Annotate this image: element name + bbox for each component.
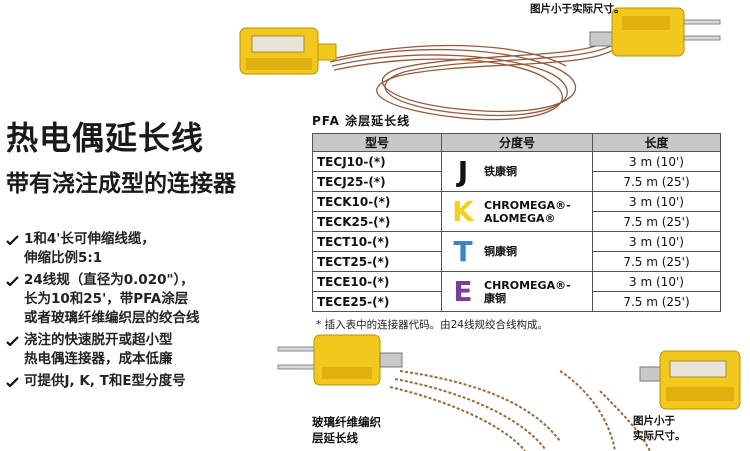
feature-text: 可提供J, K, T和E型分度号 — [24, 373, 186, 389]
length-cell: 7.5 m (25') — [592, 211, 721, 232]
grade-name: CHROMEGA®- 康铜 — [484, 278, 571, 305]
braided-cable-caption: 玻璃纤维编织 层延长线 — [312, 415, 381, 445]
grade-letter: J — [457, 154, 469, 188]
column-header-grade: 分度号 — [441, 133, 593, 152]
pfa-extension-cable-illustration — [239, 7, 721, 121]
table-row: TECJ25-(*) 7.5 m (25') — [312, 171, 721, 192]
grade-name: 铜康铜 — [484, 245, 517, 258]
feature-item: 可提供J, K, T和E型分度号 — [6, 372, 306, 393]
model-cell: TECE25-(*) — [312, 291, 442, 312]
grade-cell: E CHROMEGA®- 康铜 — [441, 271, 593, 312]
length-cell: 7.5 m (25') — [592, 171, 721, 192]
feature-item: 1和4'长可伸缩线缆， 伸缩比例5:1 — [6, 230, 306, 268]
table-header-row: 型号 分度号 长度 — [312, 133, 721, 152]
model-cell: TECJ10-(*) — [312, 151, 442, 172]
extension-wire-table: 型号 分度号 长度 TECJ10-(*) J 铁康铜 3 m (10') TEC… — [312, 133, 721, 312]
table-row: TECK10-(*) K CHROMEGA®- ALOMEGA® 3 m (10… — [312, 191, 721, 232]
bullet-check-icon — [6, 331, 24, 352]
grade-cell: T 铜康铜 — [441, 231, 593, 272]
bullet-check-icon — [6, 372, 24, 393]
length-cell: 3 m (10') — [592, 151, 721, 172]
female-connector-icon — [239, 27, 337, 75]
feature-text: 24线规（直径为0.020"）， 长为10和25'，带PFA涂层 或者玻璃纤维编… — [24, 272, 200, 326]
page-title: 热电偶延长线 — [6, 119, 205, 157]
female-connector-icon — [639, 350, 741, 410]
table-row: TECT10-(*) T 铜康铜 3 m (10') — [312, 231, 721, 272]
table-row: TECT25-(*) 7.5 m (25') — [312, 251, 721, 272]
male-connector-icon — [589, 7, 721, 57]
length-cell: 7.5 m (25') — [592, 291, 721, 312]
table-row: TECE25-(*) 7.5 m (25') — [312, 291, 721, 312]
grade-cell: K CHROMEGA®- ALOMEGA® — [441, 191, 593, 232]
feature-list: 1和4'长可伸缩线缆， 伸缩比例5:1 24线规（直径为0.020"）， 长为1… — [6, 230, 306, 396]
feature-text: 1和4'长可伸缩线缆， 伸缩比例5:1 — [24, 231, 155, 266]
length-cell: 3 m (10') — [592, 191, 721, 212]
image-size-note-top: 图片小于实际尺寸。 — [530, 3, 625, 15]
table-row: TECE10-(*) E CHROMEGA®- 康铜 3 m (10') — [312, 271, 721, 312]
grade-name: 铁康铜 — [484, 165, 517, 178]
column-header-length: 长度 — [592, 133, 721, 152]
grade-letter: E — [453, 274, 473, 308]
grade-name: CHROMEGA®- ALOMEGA® — [484, 198, 571, 225]
model-cell: TECK25-(*) — [312, 211, 442, 232]
bullet-check-icon — [6, 230, 24, 251]
braided-extension-cable-illustration — [277, 334, 741, 451]
page-subtitle: 带有浇注成型的连接器 — [6, 171, 236, 197]
model-cell: TECK10-(*) — [312, 191, 442, 212]
length-cell: 3 m (10') — [592, 271, 721, 292]
table-row: TECJ10-(*) J 铁康铜 3 m (10') — [312, 151, 721, 192]
male-connector-icon — [277, 334, 403, 386]
feature-item: 浇注的快速脱开或超小型 热电偶连接器，成本低廉 — [6, 331, 306, 369]
length-cell: 7.5 m (25') — [592, 251, 721, 272]
bullet-check-icon — [6, 271, 24, 292]
feature-text: 浇注的快速脱开或超小型 热电偶连接器，成本低廉 — [24, 332, 173, 367]
column-header-model: 型号 — [312, 133, 442, 152]
grade-letter: K — [452, 194, 474, 228]
table-caption: PFA 涂层延长线 — [312, 114, 411, 128]
image-size-note-bottom: 图片小于 实际尺寸。 — [633, 415, 686, 442]
grade-cell: J 铁康铜 — [441, 151, 593, 192]
table-footnote: * 插入表中的连接器代码。由24线规绞合线构成。 — [316, 319, 548, 331]
model-cell: TECJ25-(*) — [312, 171, 442, 192]
length-cell: 3 m (10') — [592, 231, 721, 252]
model-cell: TECT25-(*) — [312, 251, 442, 272]
grade-letter: T — [453, 234, 473, 268]
feature-item: 24线规（直径为0.020"）， 长为10和25'，带PFA涂层 或者玻璃纤维编… — [6, 271, 306, 328]
model-cell: TECE10-(*) — [312, 271, 442, 292]
model-cell: TECT10-(*) — [312, 231, 442, 252]
